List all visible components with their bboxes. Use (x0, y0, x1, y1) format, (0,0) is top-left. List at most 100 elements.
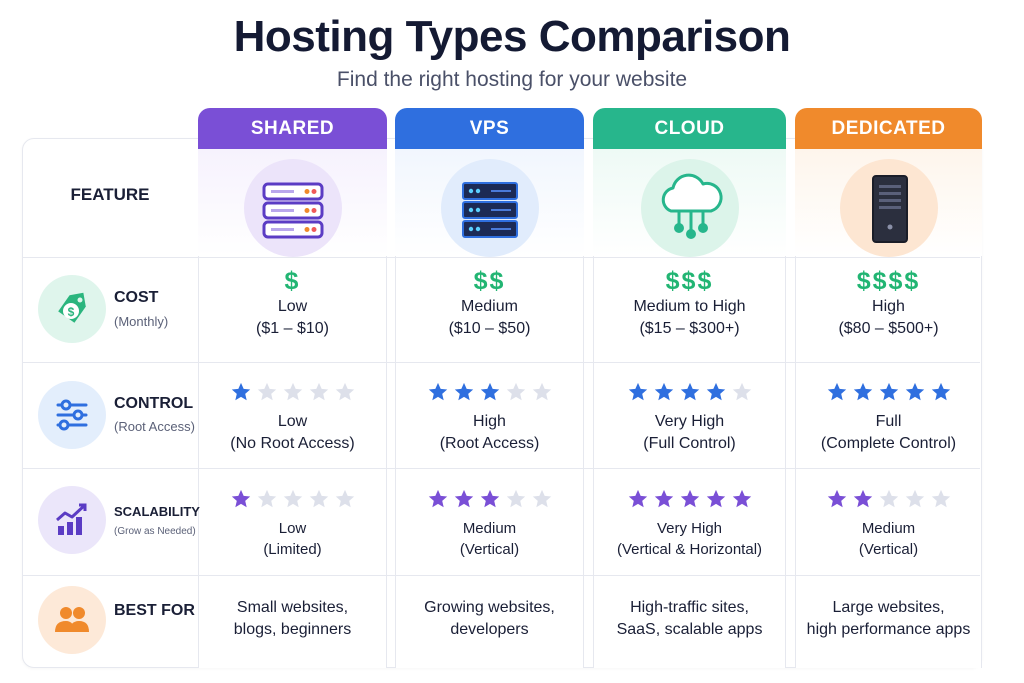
row-label-best-for: BEST FOR (114, 602, 195, 619)
column-header-dedicated: DEDICATED (795, 108, 982, 149)
scalability-rating (395, 488, 584, 510)
star-empty-icon (905, 489, 924, 508)
star-filled-icon (853, 382, 872, 401)
sliders-icon (38, 381, 106, 449)
best-for-line: Large websites, (832, 599, 945, 616)
star-filled-icon (931, 382, 950, 401)
star-empty-icon (532, 489, 551, 508)
row-divider (22, 362, 980, 363)
star-empty-icon (335, 382, 354, 401)
growth-chart-icon (38, 486, 106, 554)
star-filled-icon (231, 382, 250, 401)
cost-cell-dedicated: $$$$ High ($80 – $500+) (795, 269, 982, 340)
scalability-level: Medium (462, 520, 517, 537)
best-for-cell-vps: Growing websites, developers (395, 597, 584, 641)
scalability-detail: (Vertical) (459, 541, 520, 558)
control-cell-dedicated: Full (Complete Control) (795, 381, 982, 455)
star-filled-icon (680, 382, 699, 401)
star-empty-icon (257, 489, 276, 508)
scalability-detail: (Limited) (263, 541, 322, 558)
page-subtitle: Find the right hosting for your website (336, 68, 688, 91)
row-sublabel-control: (Root Access) (114, 419, 195, 434)
star-filled-icon (480, 382, 499, 401)
server-stack-icon (243, 159, 342, 257)
scalability-detail: (Vertical & Horizontal) (616, 541, 763, 558)
star-filled-icon (905, 382, 924, 401)
scalability-cell-shared: Low (Limited) (198, 488, 387, 560)
row-label-control: CONTROL (114, 395, 194, 412)
server-rack-icon (440, 159, 539, 257)
control-cell-cloud: Very High (Full Control) (593, 381, 786, 455)
control-cell-shared: Low (No Root Access) (198, 381, 387, 455)
control-detail: (Complete Control) (820, 435, 957, 452)
cost-cell-shared: $ Low ($1 – $10) (198, 267, 387, 340)
cost-level: Medium to High (633, 298, 746, 315)
scalability-level: Very High (656, 520, 723, 537)
cost-level: High (872, 298, 905, 315)
best-for-line: Growing websites, (424, 599, 555, 616)
cost-range: ($80 – $500+) (838, 320, 939, 337)
control-detail: (Full Control) (643, 435, 736, 452)
star-empty-icon (283, 382, 302, 401)
star-filled-icon (628, 382, 647, 401)
cost-level: Low (277, 298, 308, 315)
cost-level: Medium (461, 298, 518, 315)
cost-range: ($15 – $300+) (639, 320, 740, 337)
star-empty-icon (931, 489, 950, 508)
users-icon (38, 586, 106, 654)
star-filled-icon (732, 489, 751, 508)
row-divider (22, 575, 980, 576)
scalability-level: Low (278, 520, 307, 537)
best-for-cell-cloud: High-traffic sites, SaaS, scalable apps (593, 597, 786, 641)
star-empty-icon (309, 489, 328, 508)
best-for-line: High-traffic sites, (630, 599, 749, 616)
best-for-cell-dedicated: Large websites, high performance apps (795, 597, 982, 641)
star-empty-icon (506, 489, 525, 508)
cost-symbol: $ (284, 267, 301, 295)
cloud-network-icon (640, 159, 739, 257)
column-dedicated: DEDICATED (795, 108, 982, 668)
scalability-cell-dedicated: Medium (Vertical) (795, 488, 982, 560)
row-divider (22, 257, 980, 258)
column-header-shared: SHARED (198, 108, 387, 149)
scalability-detail: (Vertical) (858, 541, 919, 558)
best-for-cell-shared: Small websites, blogs, beginners (198, 597, 387, 641)
control-level: High (473, 413, 506, 430)
best-for-line: high performance apps (806, 621, 971, 638)
control-rating (395, 381, 584, 403)
column-header-vps: VPS (395, 108, 584, 149)
control-level: Low (277, 413, 308, 430)
column-shared: SHARED (198, 108, 387, 668)
cost-cell-cloud: $$$ Medium to High ($15 – $300+) (593, 269, 786, 340)
scalability-level: Medium (861, 520, 916, 537)
best-for-line: developers (450, 621, 529, 638)
star-filled-icon (827, 489, 846, 508)
star-empty-icon (879, 489, 898, 508)
price-tag-icon: $ (38, 275, 106, 343)
best-for-line: blogs, beginners (233, 621, 352, 638)
star-filled-icon (853, 489, 872, 508)
row-label-scalability: SCALABILITY (114, 504, 200, 519)
control-cell-vps: High (Root Access) (395, 381, 584, 455)
star-empty-icon (732, 382, 751, 401)
best-for-line: Small websites, (236, 599, 349, 616)
cost-range: ($1 – $10) (256, 320, 329, 337)
star-filled-icon (454, 489, 473, 508)
server-tower-icon (839, 159, 938, 257)
scalability-rating (198, 488, 387, 510)
row-divider (22, 468, 980, 469)
column-vps: VPS (395, 108, 584, 668)
cost-cell-vps: $$ Medium ($10 – $50) (395, 267, 584, 340)
star-filled-icon (454, 382, 473, 401)
cost-symbol: $$ (473, 267, 506, 295)
star-filled-icon (654, 382, 673, 401)
column-header-cloud: CLOUD (593, 108, 786, 149)
star-empty-icon (335, 489, 354, 508)
row-sublabel-cost: (Monthly) (114, 314, 169, 329)
svg-text:$: $ (68, 305, 75, 319)
star-empty-icon (283, 489, 302, 508)
column-cloud: CLOUD (593, 108, 786, 668)
control-rating (593, 381, 786, 403)
control-detail: (Root Access) (439, 435, 540, 452)
star-filled-icon (680, 489, 699, 508)
